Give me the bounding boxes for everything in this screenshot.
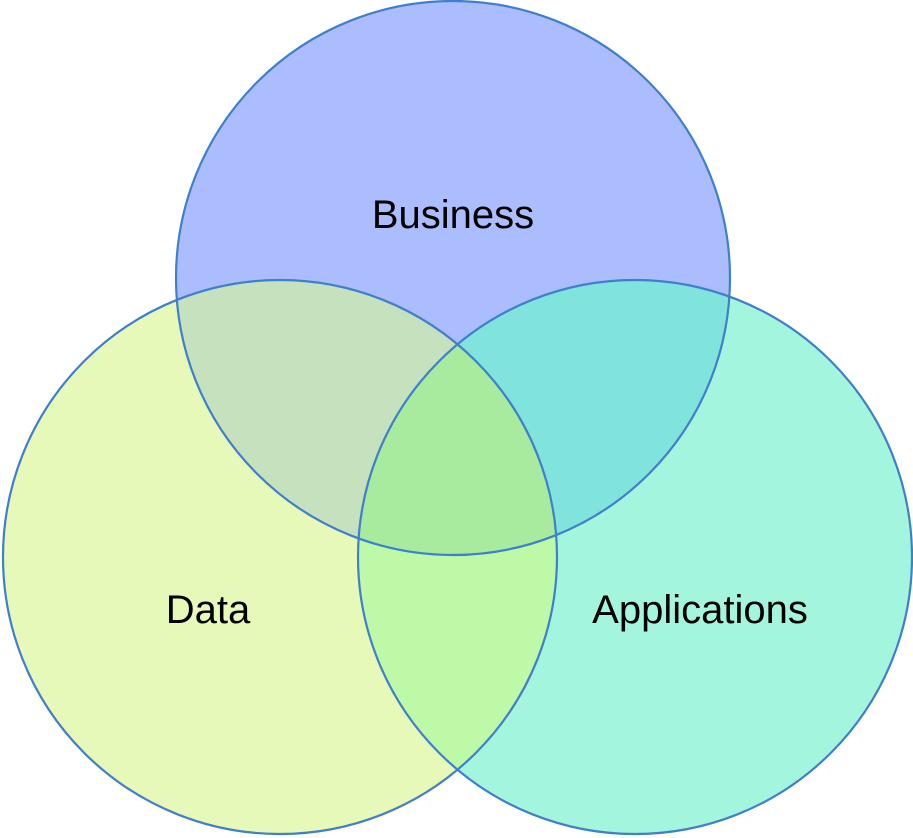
- all-overlap: [358, 280, 557, 555]
- applications-label: Applications: [592, 588, 808, 632]
- business-outline: [174, 0, 732, 557]
- data-outline: [1, 278, 559, 836]
- data-label: Data: [166, 588, 251, 632]
- business-label: Business: [372, 193, 534, 237]
- applications-outline: [356, 278, 913, 836]
